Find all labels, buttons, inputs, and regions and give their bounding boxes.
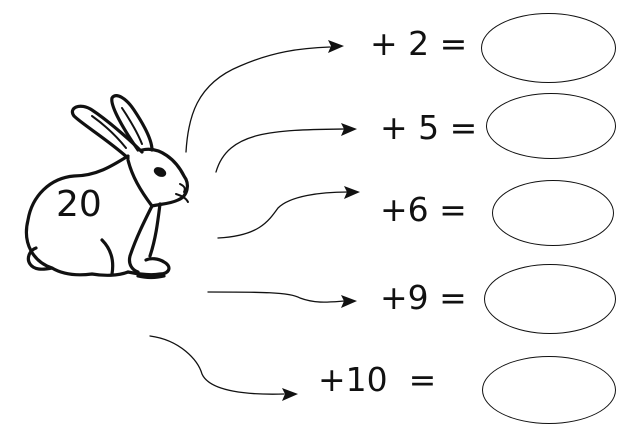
answer-oval-3[interactable] — [492, 180, 614, 246]
arrow-5-line — [149, 335, 285, 395]
answer-oval-4[interactable] — [484, 264, 616, 334]
exercise-1-label: + 2 = — [370, 24, 468, 63]
answer-oval-2[interactable] — [486, 93, 616, 159]
answer-oval-1[interactable] — [481, 13, 616, 83]
arrow-icon — [341, 295, 357, 308]
rabbit-number: 20 — [56, 184, 102, 225]
answer-oval-5[interactable] — [482, 356, 616, 424]
arrow-2-line — [215, 128, 345, 173]
arrow-icon — [344, 186, 360, 199]
exercise-4-label: +9 = — [380, 278, 467, 317]
arrow-heads — [282, 40, 360, 401]
arrow-3-line — [217, 191, 349, 239]
rabbit-icon — [24, 94, 189, 280]
exercise-5-label: +10 = — [318, 360, 437, 399]
exercise-3-label: +6 = — [380, 190, 467, 229]
arrow-4-line — [207, 291, 346, 303]
arrow-icon — [341, 123, 357, 136]
exercise-2-label: + 5 = — [380, 108, 478, 147]
arrow-icon — [328, 40, 344, 53]
arrow-icon — [282, 388, 298, 401]
arrow-1-line — [185, 46, 331, 153]
arrow-lines — [149, 46, 349, 395]
